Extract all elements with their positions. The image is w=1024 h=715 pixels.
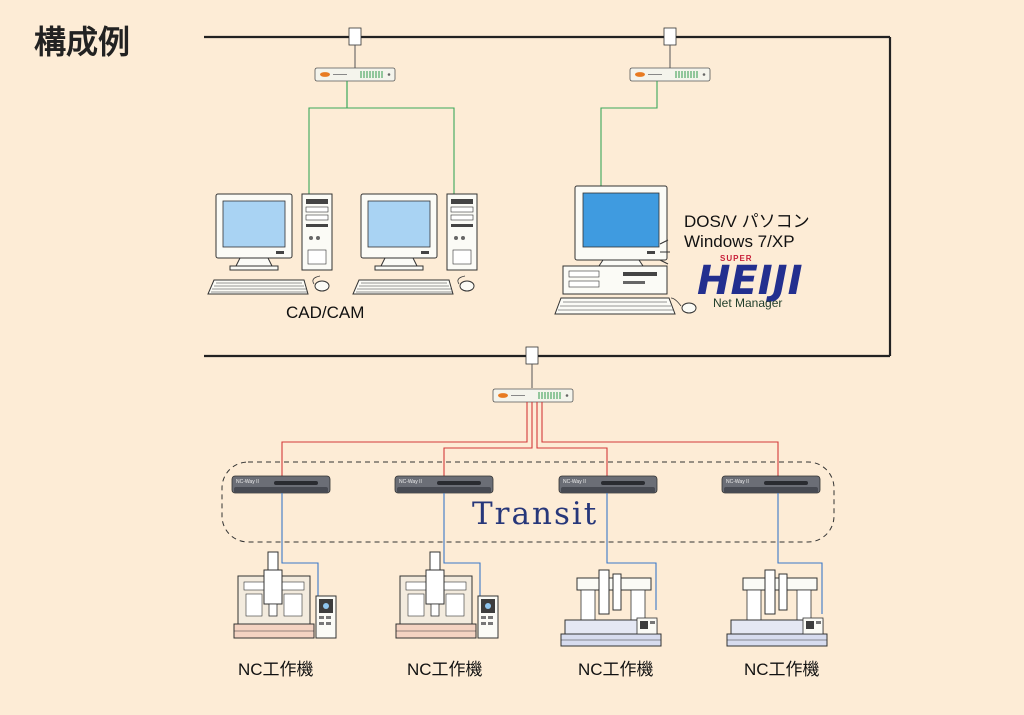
cad-cam-pc-icon <box>207 193 333 295</box>
nc-machine-icon <box>726 569 828 647</box>
server-pc-icon <box>554 185 697 315</box>
os-label-line1: DOS/V パソコン <box>684 212 810 231</box>
svg-text:SUPER: SUPER <box>720 254 753 263</box>
nc-way-box: NC-Way II <box>231 475 331 494</box>
svg-text:NC-Way II: NC-Way II <box>563 479 586 485</box>
hub-icon <box>492 388 574 403</box>
cad-cam-pc-icon <box>352 193 478 295</box>
svg-text:NC-Way II: NC-Way II <box>399 479 422 485</box>
svg-text:NC-Way II: NC-Way II <box>726 479 749 485</box>
transit-group <box>221 461 835 543</box>
nc-machine-icon <box>560 569 662 647</box>
svg-text:NC-Way II: NC-Way II <box>236 479 259 485</box>
heiji-logo: SUPER HEIJI Net Manager <box>697 254 803 310</box>
lan-taps <box>348 27 677 365</box>
transit-label: Transit <box>472 496 598 532</box>
page-title: 構成例 <box>34 23 130 61</box>
hub-icon <box>314 67 396 82</box>
nc-label: NC工作機 <box>238 660 314 679</box>
hub-icon <box>629 67 711 82</box>
os-label-line2: Windows 7/XP <box>684 232 795 251</box>
nc-label: NC工作機 <box>744 660 820 679</box>
nc-way-box: NC-Way II <box>721 475 821 494</box>
svg-text:Net Manager: Net Manager <box>713 296 782 310</box>
blue-links <box>281 493 823 614</box>
lan-backbone <box>204 35 892 358</box>
green-links <box>308 81 658 194</box>
nc-label: NC工作機 <box>407 660 483 679</box>
nc-way-box: NC-Way II <box>394 475 494 494</box>
nc-machine-icon <box>233 551 337 639</box>
nc-machine-icon <box>395 551 499 639</box>
red-links <box>281 402 779 478</box>
svg-text:HEIJI: HEIJI <box>697 258 803 304</box>
emphasis-marks <box>659 239 670 265</box>
nc-way-box: NC-Way II <box>558 475 658 494</box>
nc-label: NC工作機 <box>578 660 654 679</box>
cad-cam-label: CAD/CAM <box>286 303 364 322</box>
